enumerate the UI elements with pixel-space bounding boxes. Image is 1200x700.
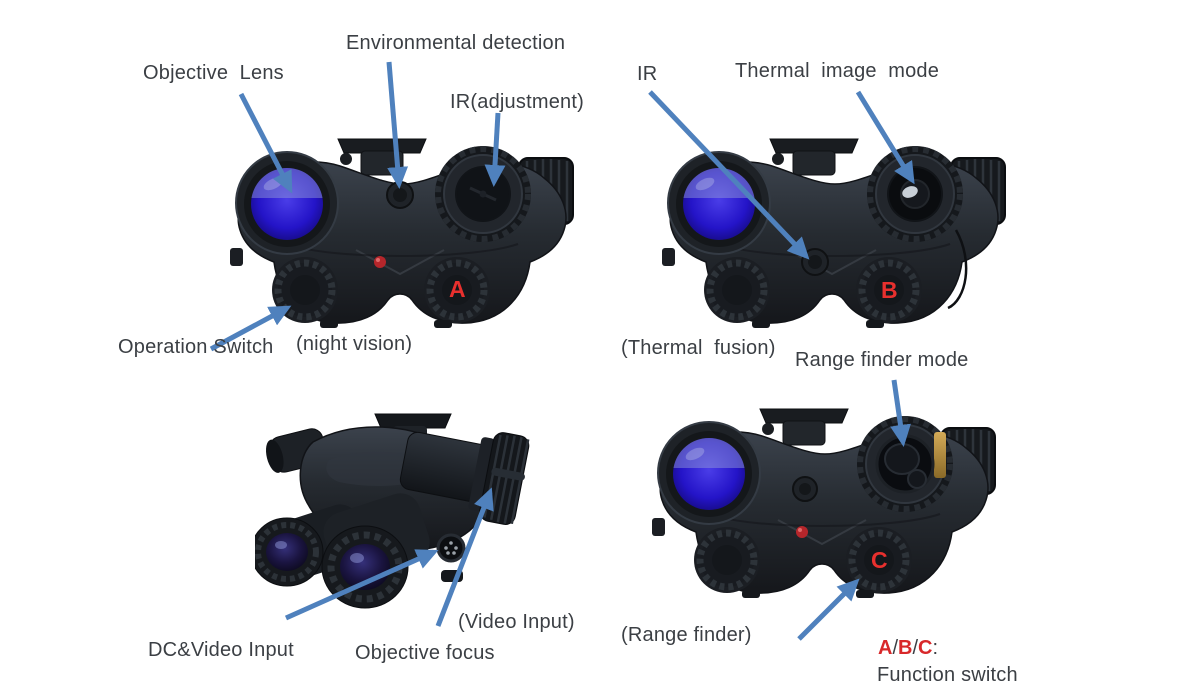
label-range-finder-caption: (Range finder) <box>621 624 752 646</box>
label-environmental-detection: Environmental detection <box>346 32 566 54</box>
marker-a: A <box>449 276 466 302</box>
objective-tube <box>399 431 530 525</box>
label-dc-video-input: DC&Video Input <box>148 639 294 661</box>
label-operation-switch: Operation Switch <box>118 336 274 358</box>
device-photo-night-vision <box>228 132 578 347</box>
marker-c: C <box>871 547 888 573</box>
label-thermal-image-mode: Thermal image mode <box>735 60 940 82</box>
dc-video-connector <box>436 533 466 563</box>
legend-slash2: / <box>912 637 919 659</box>
legend-function-switch: Function switch <box>877 664 1018 686</box>
label-objective-lens: Objective Lens <box>143 62 284 84</box>
marker-b: B <box>881 277 898 303</box>
label-video-input-caption: (Video Input) <box>458 611 575 633</box>
legend-b: B <box>898 637 913 659</box>
legend-abc: A/B/C: <box>878 637 938 660</box>
label-ir: IR <box>637 63 658 85</box>
legend-colon: : <box>932 637 939 659</box>
device-photo-range-finder <box>650 402 1000 617</box>
device-photo-thermal-fusion <box>660 132 1010 347</box>
eyepiece-left <box>255 517 324 587</box>
eyepiece-right <box>321 525 409 609</box>
indicator-dot <box>374 256 386 268</box>
indicator-dot <box>796 526 808 538</box>
label-objective-focus: Objective focus <box>355 642 495 664</box>
lens-cap-cord <box>947 229 968 310</box>
label-ir-adjustment: IR(adjustment) <box>450 91 584 113</box>
label-range-finder-mode: Range finder mode <box>795 349 969 371</box>
label-night-vision-caption: (night vision) <box>296 333 413 355</box>
legend-slash1: / <box>892 637 899 659</box>
legend-a: A <box>878 637 893 659</box>
legend-c: C <box>918 637 933 659</box>
label-thermal-fusion-caption: (Thermal fusion) <box>621 337 776 359</box>
